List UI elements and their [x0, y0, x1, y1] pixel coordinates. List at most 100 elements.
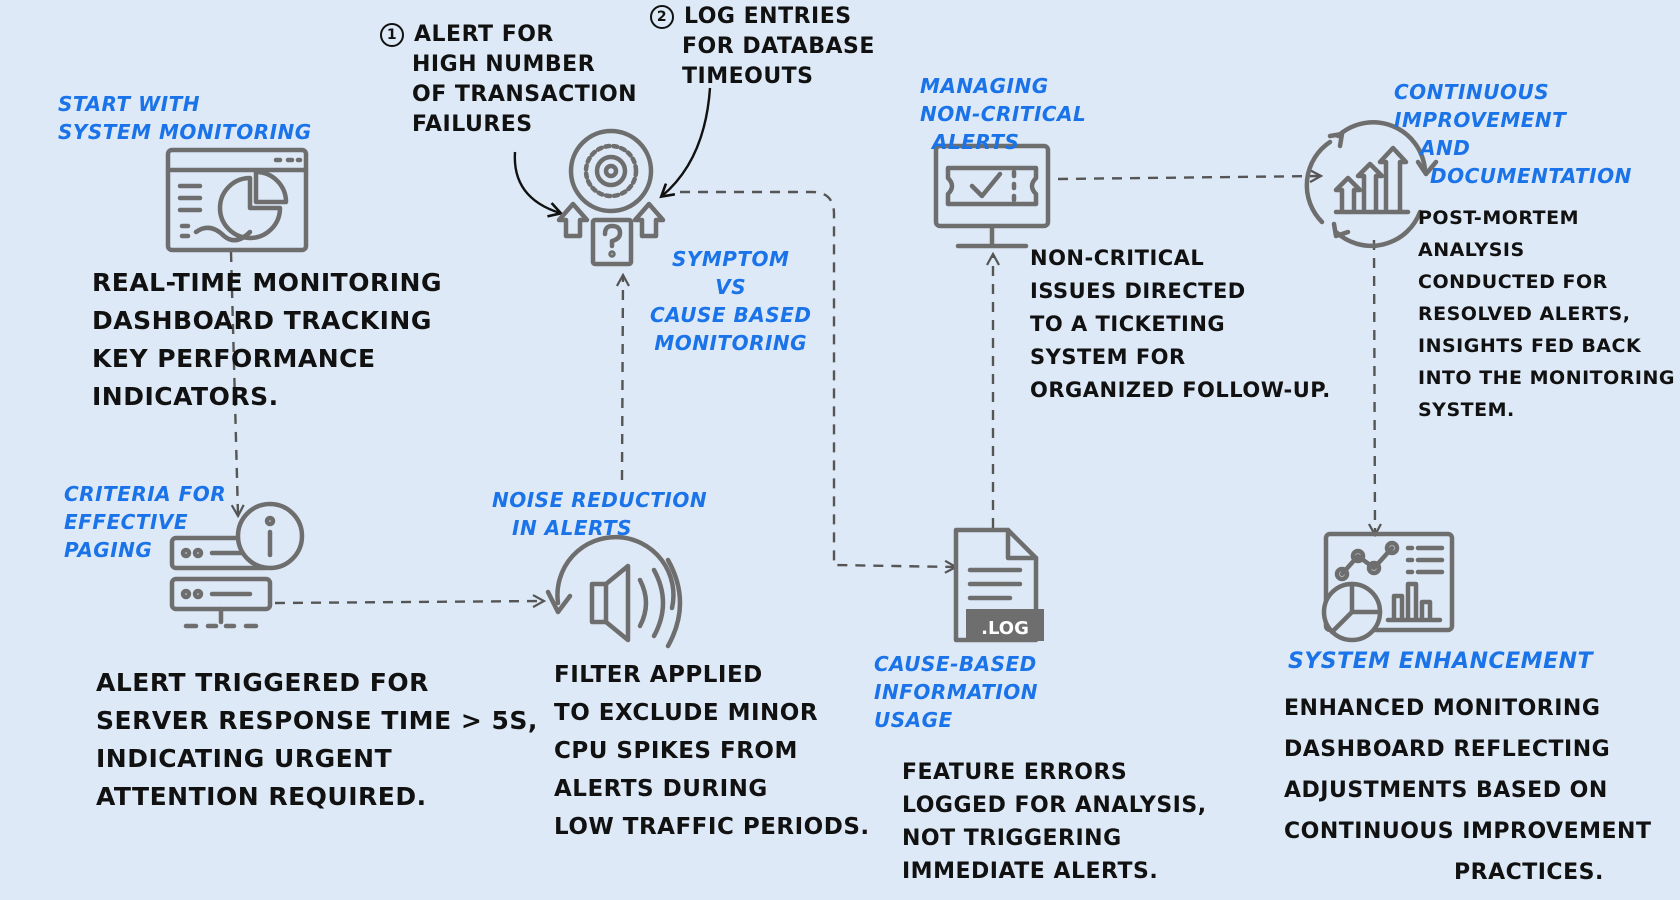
cycle-growth-icon [1304, 120, 1439, 248]
note2: 2 LOG ENTRIES FOR DATABASE TIMEOUTS [650, 2, 875, 92]
improvement-desc-line: INSIGHTS FED BACK [1418, 335, 1642, 357]
paging-label-line: PAGING [64, 538, 153, 562]
note2-line: FOR DATABASE [682, 34, 875, 59]
paging-label-line: CRITERIA FOR [64, 482, 227, 506]
paging-label: CRITERIA FOR EFFECTIVE PAGING [64, 480, 226, 564]
note1-number: 1 [380, 23, 404, 47]
noncritical-label-line: MANAGING [920, 74, 1049, 98]
noise-label: NOISE REDUCTION IN ALERTS [492, 486, 707, 542]
dashboard-pie-icon [165, 147, 309, 253]
improvement-label-line: CONTINUOUS [1394, 80, 1550, 104]
enhancement-label: SYSTEM ENHANCEMENT [1288, 648, 1593, 676]
noise-desc-line: FILTER APPLIED [554, 662, 763, 688]
arrow-symptom-to-cause [680, 190, 955, 567]
symptom-label-line: VS [715, 275, 747, 299]
note1-arrow [513, 151, 560, 213]
symptom-label: SYMPTOM VS CAUSE BASED MONITORING [650, 245, 811, 357]
noise-desc: FILTER APPLIED TO EXCLUDE MINOR CPU SPIK… [554, 656, 870, 846]
enhancement-desc-line: PRACTICES. [1454, 860, 1604, 885]
noncritical-desc-line: NON-CRITICAL [1030, 246, 1205, 270]
noise-desc-line: LOW TRAFFIC PERIODS. [554, 814, 870, 840]
noncritical-desc-line: ISSUES DIRECTED [1030, 279, 1246, 303]
noncritical-desc-line: TO A TICKETING [1030, 312, 1226, 336]
improvement-label-line: AND [1420, 136, 1471, 160]
noise-label-line: NOISE REDUCTION [492, 488, 708, 512]
note1-line: ALERT FOR [414, 22, 554, 47]
noise-desc-line: CPU SPIKES FROM [554, 738, 798, 764]
paging-desc-line: ALERT TRIGGERED FOR [96, 668, 429, 697]
improvement-desc-line: ANALYSIS [1418, 239, 1525, 261]
note-arrows [513, 87, 712, 213]
paging-desc-line: SERVER RESPONSE TIME > 5S, [96, 706, 538, 735]
noncritical-label: MANAGING NON-CRITICAL ALERTS [920, 72, 1086, 156]
monitor-ticket-icon [933, 143, 1051, 249]
note2-number: 2 [650, 5, 674, 29]
improvement-label-line: DOCUMENTATION [1430, 164, 1632, 188]
monitoring-desc-line: INDICATORS. [92, 382, 279, 411]
speaker-refresh-icon [545, 534, 683, 649]
log-badge: .LOG [981, 618, 1029, 639]
cause-label-line: CAUSE-BASED [874, 652, 1037, 676]
note1-line: FAILURES [412, 112, 533, 137]
paging-label-line: EFFECTIVE [64, 510, 189, 534]
monitoring-label-line: SYSTEM MONITORING [58, 120, 312, 144]
improvement-label-line: IMPROVEMENT [1394, 108, 1567, 132]
monitoring-label: START WITH SYSTEM MONITORING [58, 90, 312, 146]
note1-line: HIGH NUMBER [412, 52, 596, 77]
enhancement-desc-line: ADJUSTMENTS BASED ON [1284, 778, 1608, 803]
improvement-desc-line: INTO THE MONITORING [1418, 367, 1675, 389]
cause-desc-line: NOT TRIGGERING [902, 826, 1122, 851]
noise-label-line: IN ALERTS [512, 516, 633, 540]
symptom-label-line: CAUSE BASED [650, 303, 812, 327]
gear-question-icon [556, 128, 666, 267]
enhancement-desc-line: DASHBOARD REFLECTING [1284, 737, 1611, 762]
monitoring-label-line: START WITH [58, 92, 200, 116]
cause-desc-line: IMMEDIATE ALERTS. [902, 859, 1159, 884]
paging-desc-line: INDICATING URGENT [96, 744, 393, 773]
improvement-desc-line: RESOLVED ALERTS, [1418, 303, 1631, 325]
paging-desc: ALERT TRIGGERED FOR SERVER RESPONSE TIME… [96, 664, 538, 816]
noncritical-desc-line: ORGANIZED FOLLOW-UP. [1030, 378, 1331, 402]
arrow-monitoring-to-paging [229, 251, 238, 515]
cause-desc-line: FEATURE ERRORS [902, 760, 1128, 785]
note2-arrow [662, 87, 712, 196]
arrow-improvement-to-enhancement [1374, 239, 1375, 534]
cause-label-line: USAGE [874, 708, 953, 732]
noncritical-label-line: ALERTS [932, 130, 1020, 154]
cause-desc-line: LOGGED FOR ANALYSIS, [902, 793, 1207, 818]
enhancement-desc: ENHANCED MONITORING DASHBOARD REFLECTING… [1284, 688, 1651, 893]
cause-desc: FEATURE ERRORS LOGGED FOR ANALYSIS, NOT … [902, 756, 1207, 888]
symptom-label-line: SYMPTOM [671, 247, 790, 271]
enhancement-label-line: SYSTEM ENHANCEMENT [1288, 649, 1594, 674]
connectors [229, 176, 1375, 603]
symptom-label-line: MONITORING [654, 331, 808, 355]
monitoring-desc-line: DASHBOARD TRACKING [92, 306, 432, 335]
cause-label-line: INFORMATION [874, 680, 1039, 704]
note1-line: OF TRANSACTION [412, 82, 638, 107]
analytics-dashboard-icon [1321, 531, 1455, 643]
noise-desc-line: TO EXCLUDE MINOR [554, 700, 819, 726]
improvement-label: CONTINUOUS IMPROVEMENT AND DOCUMENTATION [1394, 78, 1632, 190]
noise-desc-line: ALERTS DURING [554, 776, 768, 802]
enhancement-desc-line: CONTINUOUS IMPROVEMENT [1284, 819, 1652, 844]
improvement-desc-line: CONDUCTED FOR [1418, 271, 1608, 293]
noncritical-label-line: NON-CRITICAL [920, 102, 1087, 126]
monitoring-desc-line: REAL-TIME MONITORING [92, 268, 442, 297]
enhancement-desc-line: ENHANCED MONITORING [1284, 696, 1601, 721]
monitoring-desc-line: KEY PERFORMANCE [92, 344, 376, 373]
improvement-desc-line: POST-MORTEM [1418, 207, 1579, 229]
paging-desc-line: ATTENTION REQUIRED. [96, 782, 427, 811]
arrow-noise-to-symptom [622, 276, 623, 481]
note2-line: TIMEOUTS [682, 64, 814, 89]
arrow-paging-to-noise [274, 601, 543, 603]
note1: 1 ALERT FOR HIGH NUMBER OF TRANSACTION FA… [380, 20, 637, 140]
monitoring-desc: REAL-TIME MONITORING DASHBOARD TRACKING … [92, 264, 442, 416]
improvement-desc-line: SYSTEM. [1418, 399, 1515, 421]
improvement-desc: POST-MORTEM ANALYSIS CONDUCTED FOR RESOL… [1418, 202, 1675, 426]
log-file-icon [953, 527, 1044, 643]
noncritical-desc-line: SYSTEM FOR [1030, 345, 1186, 369]
cause-label: CAUSE-BASED INFORMATION USAGE [874, 650, 1038, 734]
note2-line: LOG ENTRIES [684, 4, 852, 29]
server-info-icon [169, 501, 305, 629]
